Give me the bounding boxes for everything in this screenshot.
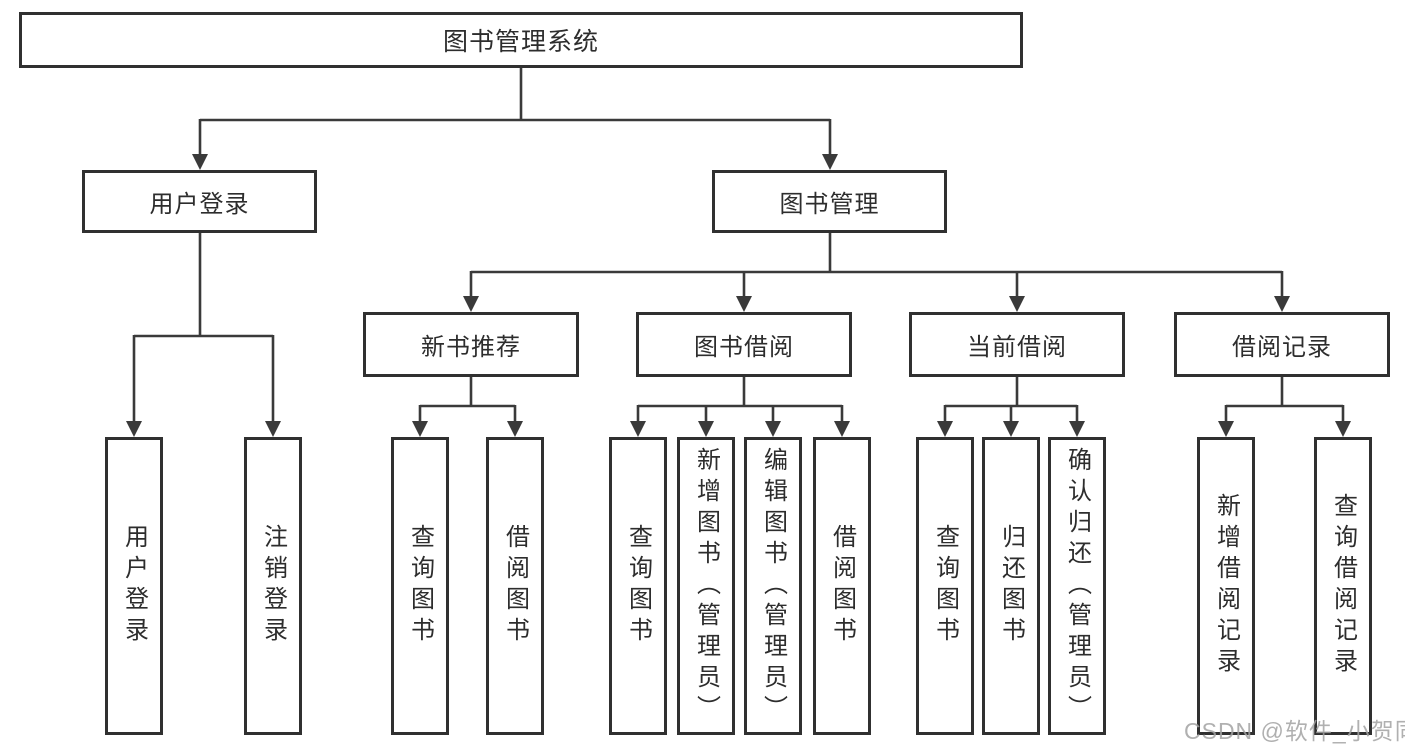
arrow-down-icon (507, 421, 523, 437)
leaf-label: 新增借阅记录 (1212, 493, 1240, 679)
leaf-label: 编辑图书（管理员） (759, 446, 787, 726)
leaf-add-book-admin: 新增图书（管理员） (677, 437, 735, 735)
leaf-label: 借阅图书 (828, 524, 856, 648)
node-book-management: 图书管理 (712, 170, 947, 233)
arrow-down-icon (1003, 421, 1019, 437)
leaf-logout: 注销登录 (244, 437, 302, 735)
leaf-label: 查询图书 (406, 524, 434, 648)
leaf-return-book: 归还图书 (982, 437, 1040, 735)
arrow-down-icon (834, 421, 850, 437)
leaf-query-books-borrow: 查询图书 (609, 437, 667, 735)
edge-user-login-children (126, 233, 281, 437)
leaf-label: 确认归还（管理员） (1063, 446, 1091, 726)
arrow-down-icon (765, 421, 781, 437)
leaf-label: 新增图书（管理员） (692, 446, 720, 726)
node-label: 借阅记录 (1232, 334, 1332, 361)
edge-records-children (1218, 377, 1351, 437)
node-label: 图书借阅 (694, 334, 794, 361)
node-label: 用户登录 (149, 191, 250, 218)
arrow-down-icon (192, 154, 208, 170)
node-label: 当前借阅 (967, 334, 1067, 361)
node-label: 图书管理 (779, 191, 880, 218)
arrow-down-icon (463, 296, 479, 312)
leaf-borrow-books: 借阅图书 (813, 437, 871, 735)
node-user-login: 用户登录 (82, 170, 317, 233)
edge-root-to-level2 (192, 68, 838, 170)
leaf-label: 归还图书 (997, 524, 1025, 648)
node-current-borrow: 当前借阅 (909, 312, 1125, 377)
node-borrow-records: 借阅记录 (1174, 312, 1390, 377)
arrow-down-icon (1335, 421, 1351, 437)
leaf-add-borrow-record: 新增借阅记录 (1197, 437, 1255, 735)
leaf-query-books-recommend: 查询图书 (391, 437, 449, 735)
leaf-label: 查询借阅记录 (1329, 493, 1357, 679)
leaf-label: 借阅图书 (501, 524, 529, 648)
csdn-watermark: CSDN @软件_小贺同学 (1184, 718, 1405, 744)
node-new-book-recommend: 新书推荐 (363, 312, 579, 377)
leaf-borrow-books-recommend: 借阅图书 (486, 437, 544, 735)
node-root: 图书管理系统 (19, 12, 1023, 68)
leaf-label: 查询图书 (624, 524, 652, 648)
arrow-down-icon (265, 421, 281, 437)
arrow-down-icon (937, 421, 953, 437)
leaf-user-login: 用户登录 (105, 437, 163, 735)
leaf-edit-book-admin: 编辑图书（管理员） (744, 437, 802, 735)
arrow-down-icon (736, 296, 752, 312)
edge-book-borrow-children (630, 377, 850, 437)
leaf-confirm-return-admin: 确认归还（管理员） (1048, 437, 1106, 735)
arrow-down-icon (1069, 421, 1085, 437)
arrow-down-icon (126, 421, 142, 437)
leaf-query-books-current: 查询图书 (916, 437, 974, 735)
edge-current-borrow-children (937, 377, 1085, 437)
leaf-query-borrow-record: 查询借阅记录 (1314, 437, 1372, 735)
edge-new-book-children (412, 377, 523, 437)
node-book-borrow: 图书借阅 (636, 312, 852, 377)
arrow-down-icon (1009, 296, 1025, 312)
arrow-down-icon (630, 421, 646, 437)
leaf-label: 用户登录 (120, 524, 148, 648)
node-label: 图书管理系统 (442, 28, 599, 56)
leaf-label: 注销登录 (259, 524, 287, 648)
arrow-down-icon (822, 154, 838, 170)
edge-book-management-children (463, 233, 1290, 312)
leaf-label: 查询图书 (931, 524, 959, 648)
node-label: 新书推荐 (421, 334, 521, 361)
arrow-down-icon (1218, 421, 1234, 437)
arrow-down-icon (412, 421, 428, 437)
arrow-down-icon (698, 421, 714, 437)
arrow-down-icon (1274, 296, 1290, 312)
